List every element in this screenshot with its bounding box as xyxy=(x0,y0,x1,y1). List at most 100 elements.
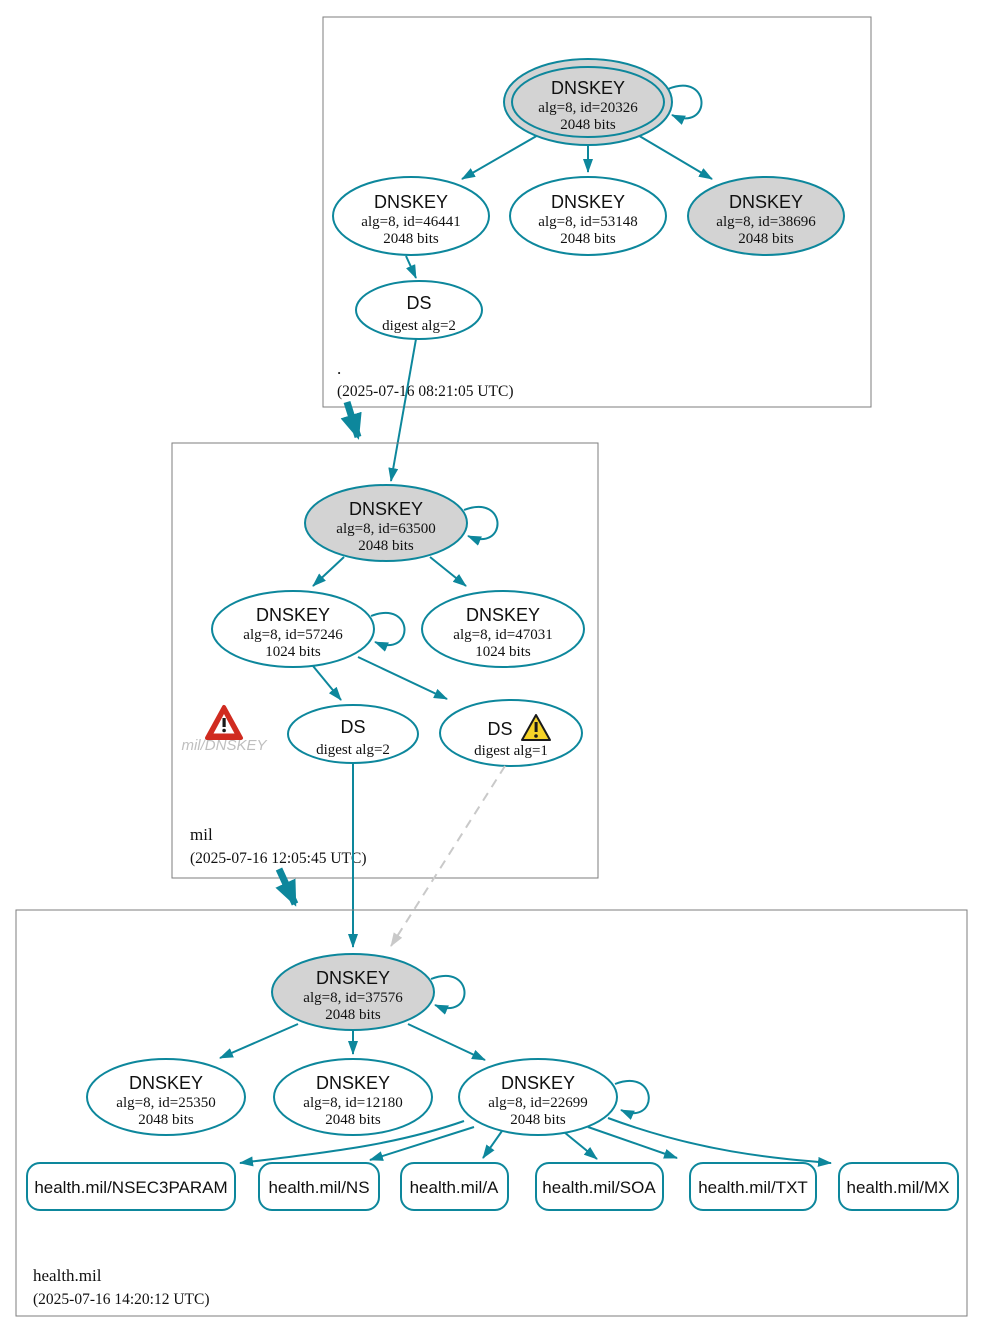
edge-37576-to-25350 xyxy=(219,1023,299,1059)
rrset-node-ns[interactable]: health.mil/NS xyxy=(258,1162,380,1211)
dnskey-node-12180[interactable]: DNSKEY alg=8, id=12180 2048 bits xyxy=(273,1058,433,1136)
ds-node-mil-alg2[interactable]: DS digest alg=2 xyxy=(287,704,419,764)
edge-22699-to-mx xyxy=(607,1117,832,1167)
edge-57246-selfloop xyxy=(370,612,406,652)
dnskey-63500-title: DNSKEY xyxy=(349,499,423,519)
ds-mil-alg2-title: DS xyxy=(340,717,365,737)
rrset-a-label: health.mil/A xyxy=(410,1178,499,1197)
dnskey-20326-bits: 2048 bits xyxy=(560,117,616,133)
dnskey-57246-title: DNSKEY xyxy=(256,605,330,625)
dnskey-57246-bits: 1024 bits xyxy=(265,644,321,660)
edge-root-ds-to-mil-ksk xyxy=(388,338,417,482)
ds-node-root[interactable]: DS digest alg=2 xyxy=(355,280,483,340)
zone-root-timestamp: (2025-07-16 08:21:05 UTC) xyxy=(337,383,514,400)
dnskey-46441-title: DNSKEY xyxy=(374,192,448,212)
rrset-node-mx[interactable]: health.mil/MX xyxy=(838,1162,959,1211)
edge-46441-to-ds xyxy=(405,255,417,279)
dnskey-38696-title: DNSKEY xyxy=(729,192,803,212)
dnskey-53148-detail: alg=8, id=53148 xyxy=(538,214,637,230)
dnskey-25350-title: DNSKEY xyxy=(129,1073,203,1093)
dnskey-25350-detail: alg=8, id=25350 xyxy=(116,1095,215,1111)
edge-57246-to-ds2 xyxy=(312,665,342,701)
edge-mil-box-to-health-box xyxy=(275,867,299,907)
edge-63500-to-57246 xyxy=(312,556,345,587)
rrset-ns-label: health.mil/NS xyxy=(268,1178,369,1197)
zone-mil-label: mil xyxy=(190,825,213,844)
dnskey-node-38696[interactable]: DNSKEY alg=8, id=38696 2048 bits xyxy=(687,176,845,256)
edge-57246-to-ds1 xyxy=(357,656,448,700)
edge-37576-to-22699 xyxy=(407,1023,486,1061)
dnskey-node-46441[interactable]: DNSKEY alg=8, id=46441 2048 bits xyxy=(332,176,490,256)
dnskey-46441-bits: 2048 bits xyxy=(383,231,439,247)
zone-root-label: . xyxy=(337,359,341,378)
dnskey-47031-bits: 1024 bits xyxy=(475,644,531,660)
edge-root-ksk-to-46441 xyxy=(461,133,541,180)
edge-mil-ds1-to-health-ksk-dashed xyxy=(390,765,506,947)
edge-22699-to-txt xyxy=(587,1126,678,1159)
edge-mil-ksk-selfloop xyxy=(463,506,499,546)
dnskey-12180-title: DNSKEY xyxy=(316,1073,390,1093)
dnskey-node-53148[interactable]: DNSKEY alg=8, id=53148 2048 bits xyxy=(509,176,667,256)
dnskey-22699-detail: alg=8, id=22699 xyxy=(488,1095,587,1111)
rrset-node-a[interactable]: health.mil/A xyxy=(400,1162,509,1211)
dnskey-53148-title: DNSKEY xyxy=(551,192,625,212)
edge-root-ksk-selfloop xyxy=(667,84,703,125)
ds-node-mil-alg1[interactable]: DS digest alg=1 xyxy=(439,699,583,767)
ds-root-title: DS xyxy=(406,293,431,313)
error-label-mil-dnskey: mil/DNSKEY xyxy=(181,737,267,754)
dnskey-37576-title: DNSKEY xyxy=(316,968,390,988)
dnskey-38696-bits: 2048 bits xyxy=(738,231,794,247)
rrset-mx-label: health.mil/MX xyxy=(847,1178,950,1197)
rrset-node-soa[interactable]: health.mil/SOA xyxy=(535,1162,664,1211)
edge-22699-to-soa xyxy=(563,1131,598,1160)
dnskey-25350-bits: 2048 bits xyxy=(138,1112,194,1128)
zone-health-border xyxy=(15,909,968,1317)
ds-mil-alg2-detail: digest alg=2 xyxy=(316,742,390,758)
zone-mil-timestamp: (2025-07-16 12:05:45 UTC) xyxy=(190,850,367,867)
dnskey-57246-detail: alg=8, id=57246 xyxy=(243,627,343,643)
dnskey-node-63500[interactable]: DNSKEY alg=8, id=63500 2048 bits xyxy=(304,484,468,562)
dnskey-node-37576[interactable]: DNSKEY alg=8, id=37576 2048 bits xyxy=(271,953,435,1031)
edge-health-ksk-selfloop xyxy=(430,975,466,1015)
zone-health-timestamp: (2025-07-16 14:20:12 UTC) xyxy=(33,1291,210,1308)
rrset-node-txt[interactable]: health.mil/TXT xyxy=(689,1162,817,1211)
dnskey-node-22699[interactable]: DNSKEY alg=8, id=22699 2048 bits xyxy=(458,1058,618,1136)
dnskey-53148-bits: 2048 bits xyxy=(560,231,616,247)
dnskey-20326-detail: alg=8, id=20326 xyxy=(538,100,638,116)
edge-22699-to-nsec3param xyxy=(239,1120,465,1167)
zone-health-mil: DNSKEY alg=8, id=37576 2048 bits DNSKEY … xyxy=(15,909,968,1317)
edge-63500-to-47031 xyxy=(429,556,467,587)
dnskey-12180-detail: alg=8, id=12180 xyxy=(303,1095,402,1111)
edge-22699-to-ns xyxy=(369,1126,475,1161)
dnskey-22699-bits: 2048 bits xyxy=(510,1112,566,1128)
dnskey-node-20326[interactable]: DNSKEY alg=8, id=20326 2048 bits xyxy=(503,58,673,146)
rrset-nsec3param-label: health.mil/NSEC3PARAM xyxy=(34,1178,227,1197)
zone-root-border xyxy=(322,16,872,408)
dnskey-node-47031[interactable]: DNSKEY alg=8, id=47031 1024 bits xyxy=(421,590,585,668)
warning-icon xyxy=(521,714,551,741)
ds-mil-alg1-detail: digest alg=1 xyxy=(474,743,548,759)
zone-health-label: health.mil xyxy=(33,1266,102,1285)
edge-root-ksk-to-38696 xyxy=(635,133,713,180)
dnskey-12180-bits: 2048 bits xyxy=(325,1112,381,1128)
dnskey-38696-detail: alg=8, id=38696 xyxy=(716,214,816,230)
dnskey-46441-detail: alg=8, id=46441 xyxy=(361,214,460,230)
dnskey-47031-title: DNSKEY xyxy=(466,605,540,625)
rrset-node-nsec3param[interactable]: health.mil/NSEC3PARAM xyxy=(26,1162,236,1211)
dnskey-20326-title: DNSKEY xyxy=(551,78,625,98)
dnskey-63500-detail: alg=8, id=63500 xyxy=(336,521,435,537)
dnskey-node-25350[interactable]: DNSKEY alg=8, id=25350 2048 bits xyxy=(86,1058,246,1136)
error-icon xyxy=(205,705,243,740)
dnskey-63500-bits: 2048 bits xyxy=(358,538,414,554)
edge-root-box-to-mil-box xyxy=(340,400,362,440)
ds-root-detail: digest alg=2 xyxy=(382,318,456,334)
dnskey-37576-bits: 2048 bits xyxy=(325,1007,381,1023)
rrset-txt-label: health.mil/TXT xyxy=(698,1178,808,1197)
dnskey-47031-detail: alg=8, id=47031 xyxy=(453,627,552,643)
edge-22699-to-a xyxy=(482,1130,503,1159)
zone-mil-border xyxy=(171,442,599,879)
rrset-soa-label: health.mil/SOA xyxy=(542,1178,656,1197)
dnskey-node-57246[interactable]: DNSKEY alg=8, id=57246 1024 bits xyxy=(211,590,375,668)
